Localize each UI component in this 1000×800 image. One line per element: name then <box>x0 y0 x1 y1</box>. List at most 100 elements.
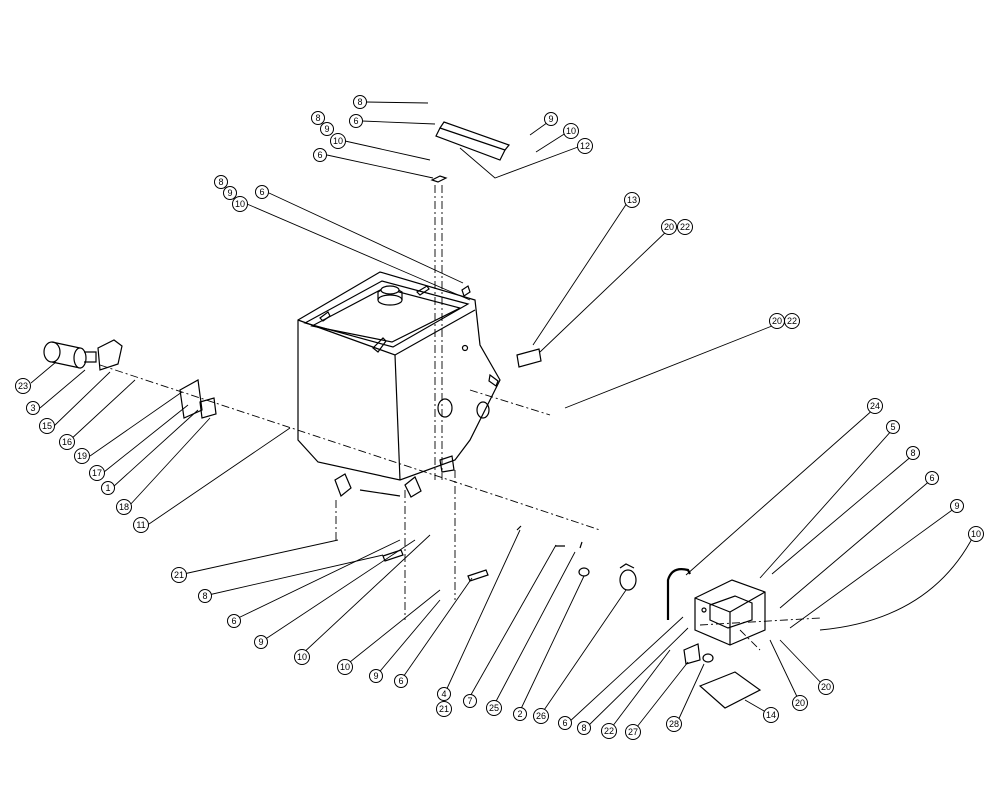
parts-drawing <box>43 121 766 709</box>
callout-bubble <box>601 723 617 739</box>
callout-bubble <box>214 175 228 189</box>
callout-label: 27 <box>628 727 638 737</box>
callout-label: 8 <box>202 591 207 601</box>
callout-label: 9 <box>373 671 378 681</box>
callout-27: 27 <box>625 724 641 740</box>
callout-label: 2 <box>517 709 522 719</box>
callout-label: 22 <box>787 316 797 326</box>
callout-label: 11 <box>136 520 145 530</box>
callout-6: 6 <box>349 114 363 128</box>
callout-label: 19 <box>77 451 87 461</box>
callout-label: 8 <box>357 97 362 107</box>
callout-bubble <box>353 95 367 109</box>
callout-bubble <box>320 122 334 136</box>
callout-label: 6 <box>317 150 322 160</box>
callout-bubble <box>666 716 682 732</box>
callout-6: 6 <box>227 614 241 628</box>
callout-label: 23 <box>18 381 28 391</box>
callout-21: 21 <box>171 567 187 583</box>
callout-label: 12 <box>580 141 590 151</box>
callout-label: 10 <box>235 199 245 209</box>
callout-label: 24 <box>870 401 880 411</box>
bent-rod <box>666 568 691 620</box>
callout-label: 9 <box>227 188 232 198</box>
callout-18: 18 <box>116 499 132 515</box>
callout-bubble <box>255 185 269 199</box>
callout-23: 23 <box>15 378 31 394</box>
callout-bubble <box>349 114 363 128</box>
callout-6: 6 <box>558 716 572 730</box>
callout-12: 12 <box>577 138 593 154</box>
decal <box>516 348 542 368</box>
callout-6: 6 <box>255 185 269 199</box>
callout-3: 3 <box>26 401 40 415</box>
callout-bubble <box>437 687 451 701</box>
top-bracket <box>430 121 510 183</box>
callout-bubble <box>369 669 383 683</box>
latch <box>683 643 701 665</box>
callout-bubble <box>313 148 327 162</box>
callout-label: 5 <box>890 422 895 432</box>
cap <box>619 569 637 591</box>
callout-17: 17 <box>89 465 105 481</box>
callout-label: 3 <box>30 403 35 413</box>
callout-label: 6 <box>259 187 264 197</box>
callout-label: 6 <box>562 718 567 728</box>
callout-label: 28 <box>669 719 679 729</box>
callout-20: 20 <box>792 695 808 711</box>
callout-bubble <box>463 694 477 708</box>
callout-label: 10 <box>297 652 307 662</box>
callout-24: 24 <box>867 398 883 414</box>
cover-plate <box>698 671 762 709</box>
callout-bubble <box>26 401 40 415</box>
callout-label: 10 <box>340 662 350 672</box>
callout-label: 8 <box>315 113 320 123</box>
callout-9: 9 <box>254 635 268 649</box>
callout-10: 10 <box>330 133 346 149</box>
callout-label: 20 <box>664 222 674 232</box>
callout-26: 26 <box>533 708 549 724</box>
callout-bubble <box>886 420 900 434</box>
callout-label: 9 <box>954 501 959 511</box>
callout-20: 20 <box>769 313 785 329</box>
callout-label: 8 <box>910 448 915 458</box>
callout-bubble <box>294 649 310 665</box>
callout-6: 6 <box>394 674 408 688</box>
callout-7: 7 <box>463 694 477 708</box>
callout-bubble <box>563 123 579 139</box>
callout-15: 15 <box>39 418 55 434</box>
callout-label: 10 <box>333 136 343 146</box>
callout-bubble <box>558 716 572 730</box>
callout-bubble <box>15 378 31 394</box>
callout-label: 22 <box>604 726 614 736</box>
callout-bubble <box>906 446 920 460</box>
callout-11: 11 <box>133 517 149 533</box>
callout-label: 8 <box>218 177 223 187</box>
callout-bubble <box>311 111 325 125</box>
callout-bubble <box>763 707 779 723</box>
callout-20: 20 <box>661 219 677 235</box>
callout-20: 20 <box>818 679 834 695</box>
callout-label: 1 <box>105 483 110 493</box>
callout-bubble <box>337 659 353 675</box>
leader-lines <box>30 101 975 733</box>
callout-8: 8 <box>198 589 212 603</box>
callout-bubble <box>950 499 964 513</box>
callout-22: 22 <box>677 219 693 235</box>
callout-8: 8 <box>353 95 367 109</box>
callout-8: 8 <box>214 175 228 189</box>
callout-label: 10 <box>971 529 981 539</box>
callout-bubble <box>625 724 641 740</box>
callout-bubble <box>818 679 834 695</box>
callout-bubble <box>330 133 346 149</box>
callout-label: 6 <box>231 616 236 626</box>
callout-5: 5 <box>886 420 900 434</box>
callout-10: 10 <box>294 649 310 665</box>
callout-label: 16 <box>62 437 72 447</box>
callout-label: 4 <box>441 689 446 699</box>
callout-bubble <box>198 589 212 603</box>
callout-label: 10 <box>566 126 576 136</box>
callout-label: 9 <box>258 637 263 647</box>
